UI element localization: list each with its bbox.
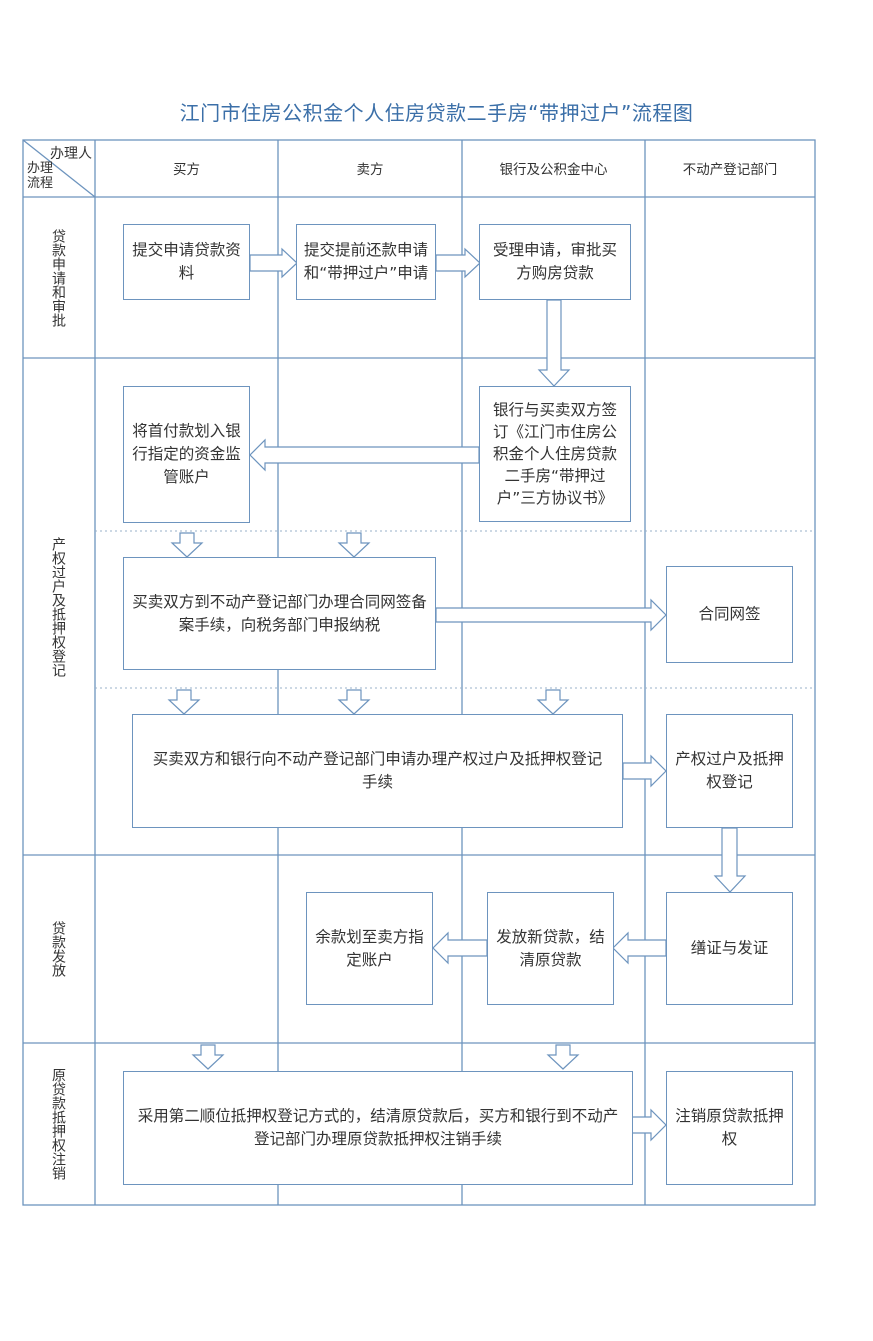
- arrow-down: [713, 827, 747, 893]
- arrow-left: [249, 438, 480, 472]
- step-issue-new-loan: 发放新贷款，结清原贷款: [487, 892, 614, 1005]
- step-issue-certificate: 缮证与发证: [666, 892, 793, 1005]
- step-remit-balance-to-seller: 余款划至卖方指定账户: [306, 892, 433, 1005]
- stage-label-cancellation: 原贷款抵押权注销: [50, 1068, 66, 1180]
- arrow-left: [612, 931, 667, 965]
- step-online-contract: 合同网签: [666, 566, 793, 663]
- arrow-right: [622, 754, 667, 788]
- table-border: [22, 139, 816, 1206]
- arrow-down: [167, 689, 201, 715]
- step-apply-transfer-and-mortgage: 买卖双方和银行向不动产登记部门申请办理产权过户及抵押权登记手续: [132, 714, 623, 828]
- stage-label-transfer: 产权过户及抵押权登记: [50, 537, 66, 677]
- page-title: 江门市住房公积金个人住房贷款二手房“带押过户”流程图: [179, 101, 694, 125]
- step-submit-loan-materials: 提交申请贷款资料: [123, 224, 250, 300]
- column-header-registry: 不动产登记部门: [682, 162, 778, 178]
- step-sign-tripartite-agreement: 银行与买卖双方签订《江门市住房公积金个人住房贷款二手房“带押过户”三方协议书》: [479, 386, 631, 522]
- column-header-buyer: 买方: [173, 162, 200, 178]
- step-apply-mortgage-cancellation: 采用第二顺位抵押权登记方式的，结清原贷款后，买方和银行到不动产登记部门办理原贷款…: [123, 1071, 633, 1185]
- arrow-down: [337, 689, 371, 715]
- step-contract-filing-and-tax: 买卖双方到不动产登记部门办理合同网签备案手续，向税务部门申报纳税: [123, 557, 436, 670]
- arrow-down: [537, 299, 571, 387]
- arrow-down: [546, 1044, 580, 1070]
- arrow-down: [536, 689, 570, 715]
- corner-diagonal: [22, 139, 96, 198]
- step-deposit-down-payment: 将首付款划入银行指定的资金监管账户: [123, 386, 250, 523]
- arrow-right: [435, 598, 667, 632]
- column-header-seller: 卖方: [356, 162, 384, 178]
- step-transfer-and-mortgage-registration: 产权过户及抵押权登记: [666, 714, 793, 828]
- corner-header-process: 办理 流程: [27, 161, 67, 191]
- arrow-right: [631, 1108, 667, 1142]
- arrow-right: [249, 247, 298, 279]
- arrow-down: [337, 532, 371, 558]
- stage-label-application: 贷款申请和审批: [50, 229, 66, 327]
- column-header-bank: 银行及公积金中心: [499, 162, 608, 178]
- step-early-repayment-application: 提交提前还款申请和“带押过户”申请: [296, 224, 436, 300]
- stage-label-disbursement: 贷款发放: [50, 921, 66, 977]
- arrow-down: [170, 532, 204, 558]
- corner-header-process-text: 办理 流程: [27, 161, 54, 191]
- step-cancel-original-mortgage: 注销原贷款抵押权: [666, 1071, 793, 1185]
- arrow-left: [432, 931, 488, 965]
- step-approve-loan: 受理申请，审批买方购房贷款: [479, 224, 631, 300]
- arrow-right: [435, 247, 481, 279]
- corner-header-handler: 办理人: [50, 146, 92, 162]
- arrow-down: [191, 1044, 225, 1070]
